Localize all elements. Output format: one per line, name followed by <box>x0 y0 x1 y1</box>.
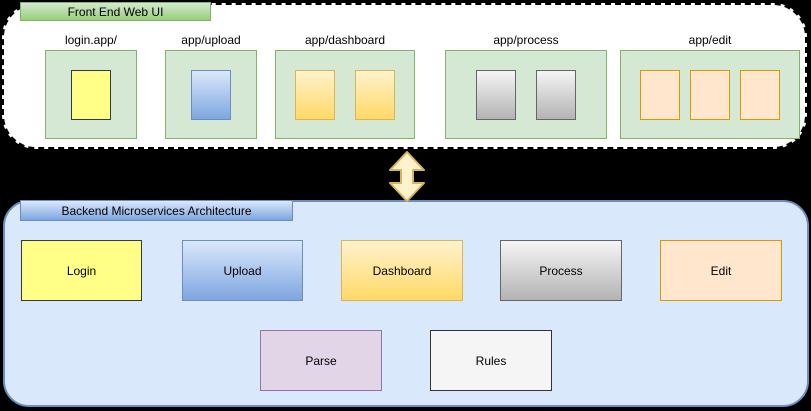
page-box-upload <box>165 50 257 139</box>
service-box-rules: Rules <box>430 330 552 391</box>
page-box-edit <box>620 50 800 139</box>
screen-rect <box>690 69 730 120</box>
page-label-upload: app/upload <box>181 32 241 47</box>
frontend-section-title: Front End Web UI <box>20 2 211 21</box>
page-box-login <box>45 50 137 139</box>
screen-rect <box>295 69 335 120</box>
service-box-login: Login <box>21 240 142 301</box>
screen-rect <box>476 69 516 120</box>
page-label-login: login.app/ <box>64 32 118 47</box>
page-label-edit: app/edit <box>688 32 732 47</box>
service-box-dashboard: Dashboard <box>341 240 463 301</box>
screen-rect <box>536 69 576 120</box>
frontend-backend-sync-arrow-icon <box>389 151 425 202</box>
service-box-parse: Parse <box>260 330 382 391</box>
service-box-process: Process <box>500 240 622 301</box>
screen-rect <box>355 69 395 120</box>
page-box-dashboard <box>275 50 415 139</box>
backend-section-title: Backend Microservices Architecture <box>20 200 293 221</box>
page-label-process: app/process <box>493 32 559 47</box>
service-box-edit: Edit <box>660 240 782 301</box>
screen-rect <box>71 69 111 120</box>
screen-rect <box>640 69 680 120</box>
screen-rect <box>740 69 780 120</box>
screen-rect <box>191 69 231 120</box>
service-box-upload: Upload <box>182 240 303 301</box>
backend-section <box>3 200 809 407</box>
page-box-process <box>445 50 607 139</box>
page-label-dashboard: app/dashboard <box>304 32 386 47</box>
